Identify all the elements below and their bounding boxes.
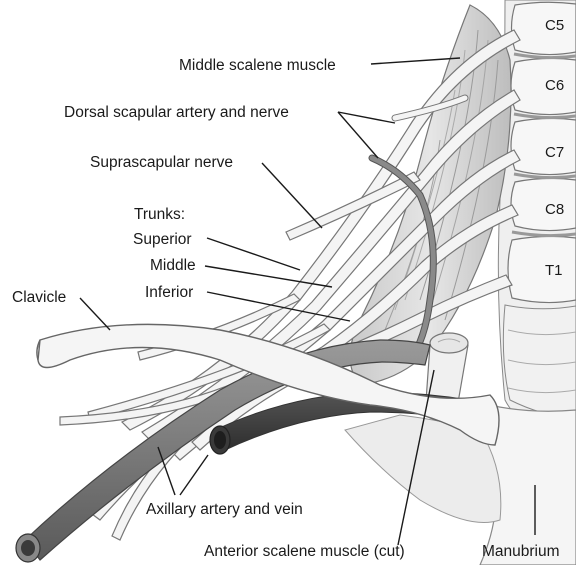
vertebra-c8: [511, 178, 576, 230]
label-middle-scalene-muscle: Middle scalene muscle: [179, 57, 336, 74]
label-anterior-scalene-muscle: Anterior scalene muscle (cut): [204, 543, 405, 560]
vertebra-c7: [511, 118, 576, 174]
label-dorsal-scapular-artery-nerve: Dorsal scapular artery and nerve: [64, 104, 289, 121]
label-manubrium: Manubrium: [482, 543, 560, 560]
label-trunks: Trunks:: [134, 206, 185, 223]
label-trunk-inferior: Inferior: [145, 284, 193, 301]
label-vertebra-c5: C5: [545, 17, 564, 34]
vertebra-t1: [508, 236, 576, 302]
label-vertebra-c7: C7: [545, 144, 564, 161]
label-clavicle: Clavicle: [12, 289, 66, 306]
label-axillary-artery-vein: Axillary artery and vein: [146, 501, 303, 518]
label-trunk-middle: Middle: [150, 257, 196, 274]
vertebra-c5: [512, 2, 576, 54]
label-trunk-superior: Superior: [133, 231, 192, 248]
label-vertebra-c6: C6: [545, 77, 564, 94]
label-suprascapular-nerve: Suprascapular nerve: [90, 154, 233, 171]
label-vertebra-c8: C8: [545, 201, 564, 218]
vertebra-c6: [511, 58, 576, 114]
label-vertebra-t1: T1: [545, 262, 563, 279]
